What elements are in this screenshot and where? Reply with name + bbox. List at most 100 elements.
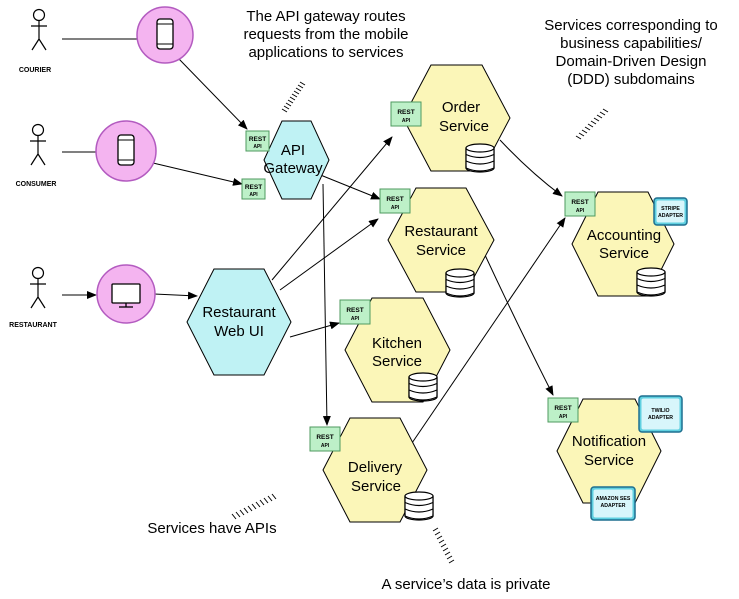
restaurant-rest-api: REST API	[379, 188, 411, 214]
data-annotation: A service’s data is private	[382, 576, 551, 593]
delivery-to-accounting-arrow	[411, 217, 566, 444]
svg-text:REST: REST	[397, 109, 414, 116]
apis-note-pointer	[231, 493, 277, 520]
delivery-service-label-line1: Delivery	[348, 459, 403, 476]
accounting-rest-api: REST API	[564, 191, 596, 217]
ddd-note-line4: (DDD) subdomains	[567, 71, 695, 88]
order-to-accounting-arrow	[499, 139, 563, 197]
kitchen-rest-api: REST API	[339, 299, 371, 325]
svg-text:ADAPTER: ADAPTER	[658, 213, 683, 219]
actor-consumer: CONSUMER	[16, 123, 57, 188]
kitchen-service-label-line1: Kitchen	[372, 335, 422, 352]
mobile-phone-icon	[156, 18, 174, 50]
webui-to-restaurant-arrow	[279, 218, 379, 291]
courier-device	[136, 6, 194, 64]
svg-text:REST: REST	[245, 184, 262, 191]
ddd-annotation: Services corresponding to business capab…	[544, 17, 717, 88]
restaurant-service-label-line2: Service	[416, 242, 466, 259]
gateway-rest-api-bottom: REST API	[241, 178, 266, 200]
desktop-monitor-icon	[111, 283, 141, 308]
svg-text:REST: REST	[249, 136, 266, 143]
actor-restaurant: RESTAURANT	[9, 266, 58, 329]
actor-courier: COURIER	[19, 8, 51, 74]
gateway-note-line1: The API gateway routes	[246, 8, 405, 25]
order-service: Order Service REST API	[390, 64, 511, 173]
stripe-adapter: STRIPE ADAPTER	[653, 197, 688, 226]
web-ui-label-line2: Web UI	[214, 323, 264, 340]
ddd-note-line1: Services corresponding to	[544, 17, 717, 34]
delivery-rest-api: REST API	[309, 426, 341, 452]
gateway-to-delivery-arrow	[322, 183, 331, 426]
svg-text:TWILIO: TWILIO	[651, 408, 669, 414]
svg-text:REST: REST	[346, 307, 363, 314]
order-service-label-line2: Service	[439, 118, 489, 135]
annotation-pointers	[231, 81, 609, 564]
restaurant-service-label-line1: Restaurant	[404, 223, 478, 240]
webui-to-order-arrow	[271, 136, 393, 281]
svg-text:API: API	[402, 118, 411, 124]
kitchen-service-label-line2: Service	[372, 353, 422, 370]
svg-text:API: API	[351, 316, 360, 322]
connectors	[62, 38, 566, 444]
delivery-service: Delivery Service REST API	[309, 417, 434, 523]
gateway-to-restaurant-arrow	[317, 173, 381, 200]
notification-service: Notification Service REST API TWILIO ADA…	[547, 395, 683, 521]
svg-text:STRIPE: STRIPE	[661, 206, 680, 212]
accounting-service: Accounting Service REST API STRIPE ADAPT…	[564, 191, 688, 297]
consumer-phone-to-gateway-arrow	[152, 162, 243, 186]
accounting-service-label-line2: Service	[599, 245, 649, 262]
svg-text:API: API	[321, 443, 330, 449]
web-ui-label-line1: Restaurant	[202, 304, 276, 321]
database-icon	[465, 143, 495, 173]
restaurant-to-notification-arrow	[484, 254, 554, 396]
svg-text:API: API	[559, 414, 568, 420]
courier-phone-to-gateway-arrow	[178, 58, 248, 130]
notification-service-label-line2: Service	[584, 452, 634, 469]
api-gateway: API Gateway REST API REST API	[241, 120, 330, 200]
gateway-note-pointer	[281, 81, 306, 113]
svg-text:API: API	[249, 192, 258, 198]
database-icon	[408, 372, 438, 402]
svg-text:REST: REST	[554, 405, 571, 412]
database-icon	[404, 491, 434, 521]
order-service-label-line1: Order	[442, 99, 480, 116]
restaurant-service: Restaurant Service REST API	[379, 187, 495, 298]
svg-text:REST: REST	[316, 434, 333, 441]
twilio-adapter: TWILIO ADAPTER	[638, 395, 683, 433]
webui-to-kitchen-arrow	[289, 321, 340, 338]
consumer-device	[95, 120, 157, 182]
data-note-pointer	[432, 527, 455, 564]
ddd-note-pointer	[575, 108, 609, 140]
stick-figure-icon	[30, 8, 48, 51]
gateway-annotation: The API gateway routes requests from the…	[243, 8, 408, 61]
svg-text:REST: REST	[571, 199, 588, 206]
database-icon	[636, 267, 666, 297]
ddd-note-line2: business capabilities/	[560, 35, 703, 52]
monitor-to-webui-arrow	[153, 291, 198, 300]
api-gateway-label-line1: API	[281, 142, 305, 159]
svg-text:REST: REST	[386, 196, 403, 203]
stick-figure-icon	[29, 123, 47, 166]
order-rest-api: REST API	[390, 101, 422, 127]
svg-text:ADAPTER: ADAPTER	[648, 415, 673, 421]
accounting-service-label-line1: Accounting	[587, 227, 661, 244]
gateway-note-line2: requests from the mobile	[243, 26, 408, 43]
apis-annotation: Services have APIs	[147, 520, 276, 537]
gateway-rest-api-top: REST API	[245, 130, 270, 152]
ddd-note-line3: Domain-Driven Design	[556, 53, 707, 70]
api-gateway-label-line2: Gateway	[263, 160, 323, 177]
amazon-ses-adapter: AMAZON SES ADAPTER	[590, 486, 636, 521]
notification-rest-api: REST API	[547, 397, 579, 423]
actor-consumer-label: CONSUMER	[16, 181, 57, 188]
svg-text:API: API	[253, 144, 262, 150]
svg-text:ADAPTER: ADAPTER	[600, 503, 625, 509]
kitchen-service: Kitchen Service REST API	[339, 297, 451, 403]
restaurant-device	[96, 264, 156, 324]
svg-text:AMAZON SES: AMAZON SES	[596, 496, 631, 502]
svg-text:API: API	[576, 208, 585, 214]
svg-text:API: API	[391, 205, 400, 211]
actor-restaurant-label: RESTAURANT	[9, 322, 57, 329]
mobile-phone-icon	[117, 134, 135, 166]
database-icon	[445, 268, 475, 298]
